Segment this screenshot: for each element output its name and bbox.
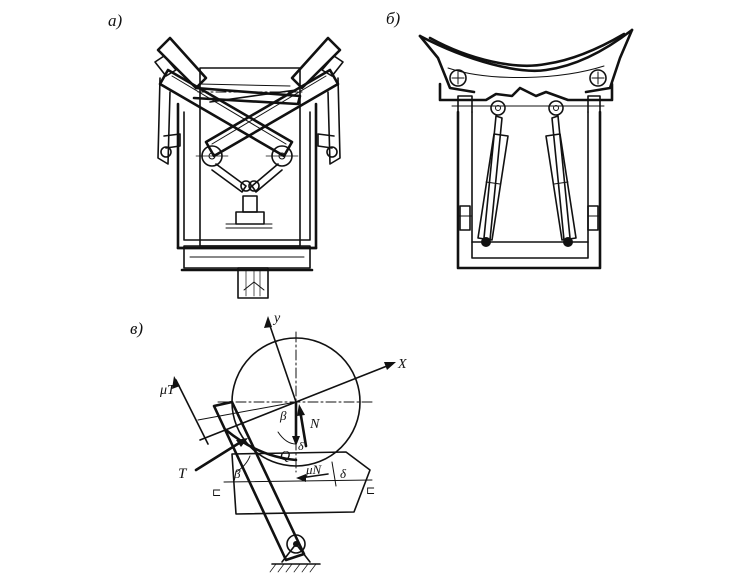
- panel-a-pedestal: [237, 267, 269, 299]
- panel-b-left-anchor: [481, 237, 491, 247]
- panel-c-N-arrow: [298, 408, 308, 448]
- panel-c-beta-center: β: [279, 408, 287, 423]
- panel-c-N-label: N: [309, 417, 320, 432]
- panel-a-drawing: а): [108, 11, 344, 299]
- panel-c-T-label: T: [178, 466, 188, 482]
- panel-a-frame: [176, 102, 318, 250]
- panel-c-x-label: X: [397, 357, 407, 372]
- panel-a-right-jaw: [290, 36, 342, 90]
- panel-c-left-mark: ⊏: [212, 487, 221, 499]
- panel-a-left-jaw: [156, 36, 208, 90]
- panel-b-right-pivot: [589, 69, 607, 87]
- panel-c-label: в): [130, 319, 143, 338]
- panel-b-saddle: [418, 28, 634, 72]
- panel-c-vblock: [231, 451, 371, 515]
- panel-c-muT-label: μT: [159, 383, 176, 398]
- panel-c-muN-label: μN: [305, 462, 323, 477]
- panel-c-delta-right: δ: [340, 466, 347, 481]
- panel-c-muT-arrow: [175, 379, 209, 445]
- panel-a-label: а): [108, 11, 123, 30]
- panel-b-right-cylinder: [545, 133, 577, 241]
- panel-c-T-arrow: [194, 438, 246, 472]
- panel-c-y-axis: [267, 319, 297, 403]
- panel-b-left-pivot: [449, 69, 467, 87]
- panel-b-beam: [438, 82, 614, 102]
- panel-a-cylinder: [235, 211, 265, 225]
- panel-b-right-anchor: [563, 237, 573, 247]
- panel-b-label: б): [386, 9, 401, 28]
- panel-b-drawing: б): [386, 9, 634, 270]
- panel-c-base-pivot: [286, 534, 306, 554]
- panel-c-beta-lower: β: [233, 466, 241, 481]
- panel-c-delta-center: δ: [298, 439, 304, 453]
- panel-b-left-cylinder: [477, 133, 509, 241]
- panel-c-y-label: y: [272, 311, 281, 326]
- panel-c-Q-label: Q: [280, 449, 290, 464]
- panel-c-right-mark: ⊏: [366, 485, 375, 497]
- panel-c-drawing: в) y X ⊏ ⊏ μT T: [130, 311, 407, 573]
- panel-b-frame: [456, 110, 602, 270]
